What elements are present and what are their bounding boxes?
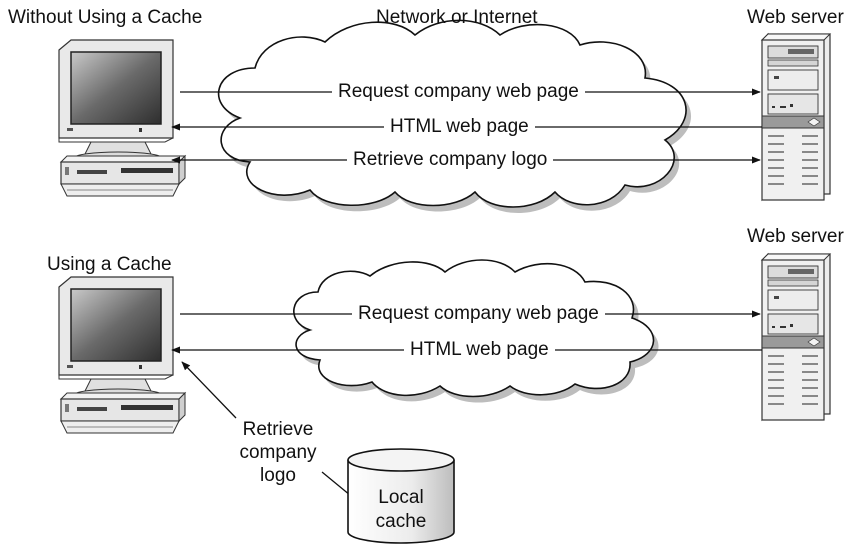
retrieve-line-1: Retrieve <box>242 419 314 440</box>
network-label: Network or Internet <box>376 7 538 28</box>
server-icon-top <box>761 33 831 201</box>
client-computer-icon-top <box>58 39 186 197</box>
label-html-bottom: HTML web page <box>404 340 555 359</box>
label-retrieve-logo: Retrieve company logo <box>230 418 326 487</box>
web-server-label-bottom: Web server <box>747 226 844 247</box>
retrieve-line-2: company <box>239 442 317 463</box>
arrow-retrieve-from-cache <box>181 361 237 419</box>
label-request-bottom: Request company web page <box>352 304 605 323</box>
cache-line-1: Local <box>378 487 424 508</box>
label-local-cache: Local cache <box>352 486 450 534</box>
client-computer-icon-bottom <box>58 276 186 434</box>
title-using-cache: Using a Cache <box>47 254 172 275</box>
title-without-cache: Without Using a Cache <box>8 7 203 28</box>
cache-line-2: cache <box>375 511 427 532</box>
label-logo-top: Retrieve company logo <box>347 150 554 169</box>
server-icon-bottom <box>761 253 831 421</box>
network-cloud-bottom <box>293 259 659 403</box>
label-html-top: HTML web page <box>384 117 535 136</box>
local-cache-icon <box>347 448 455 544</box>
web-server-label-top: Web server <box>747 7 844 28</box>
retrieve-line-3: logo <box>260 465 296 486</box>
label-request-top: Request company web page <box>332 82 585 101</box>
